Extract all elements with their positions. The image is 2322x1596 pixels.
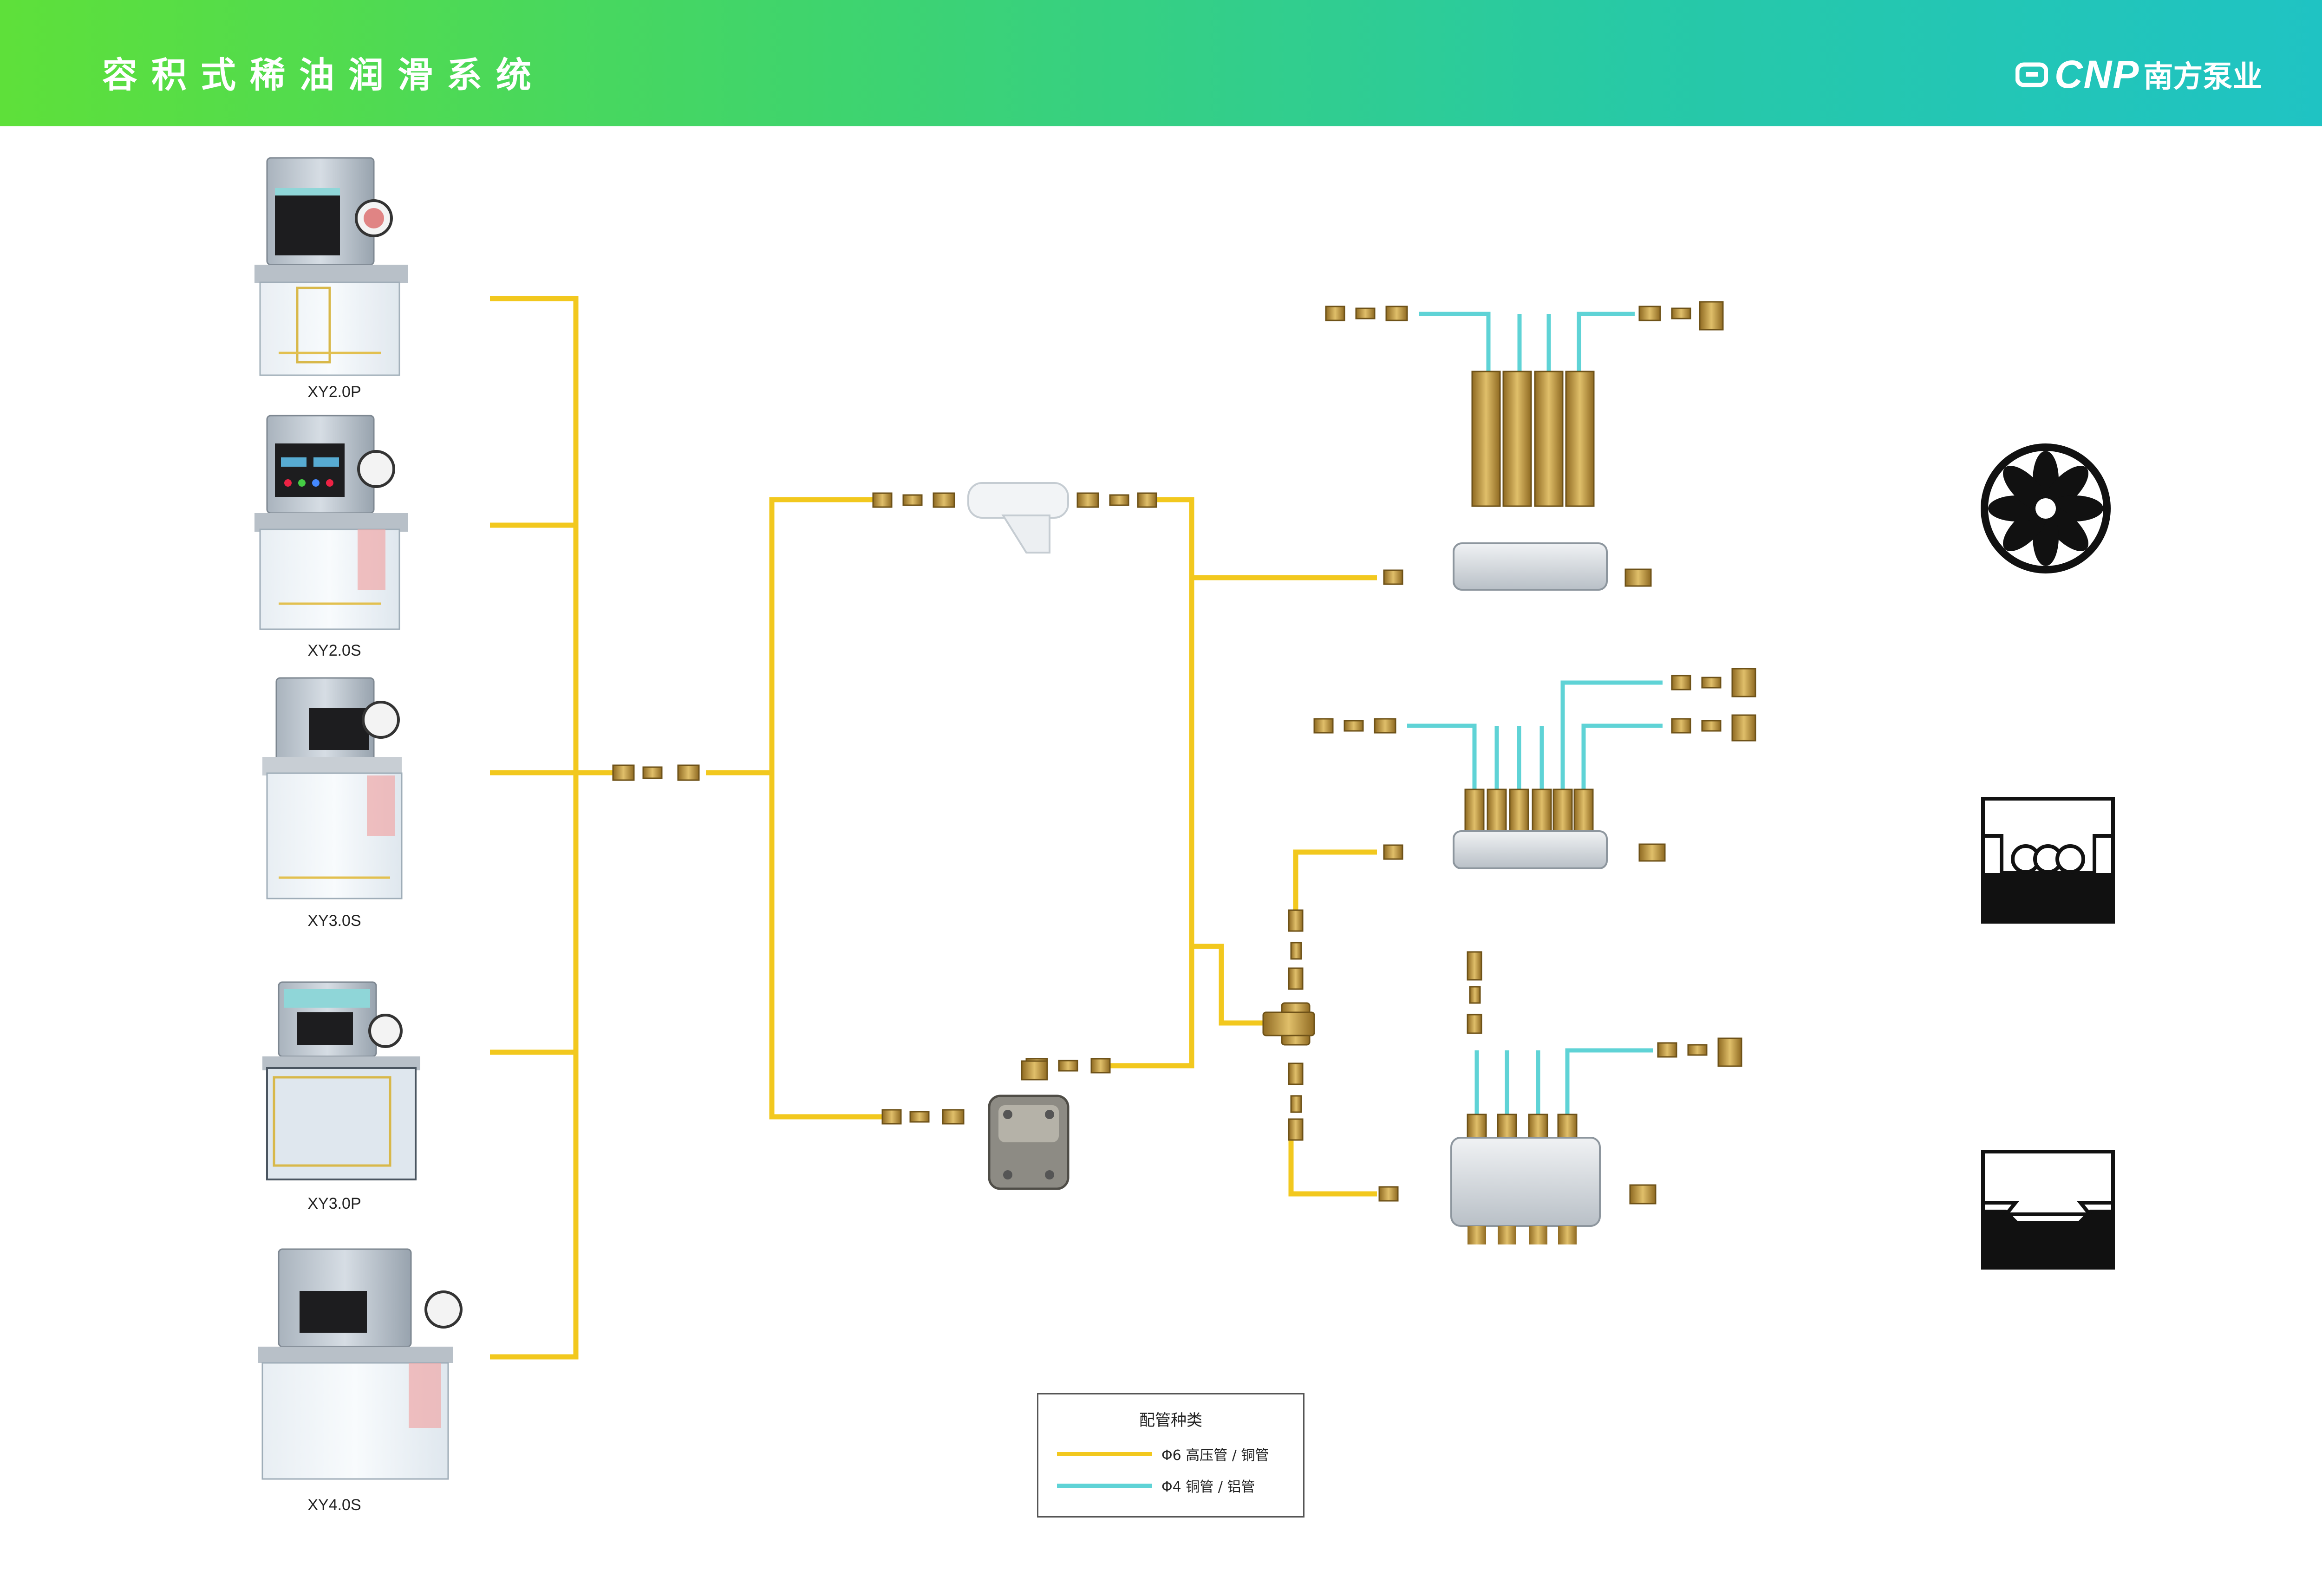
legend-item-copper: Φ4 铜管 / 铝管 [1057, 1476, 1255, 1495]
logo-mark-icon [2015, 62, 2048, 87]
page-title: 容积式稀油润滑系统 [102, 54, 545, 96]
company-logo: CNP 南方泵业 [2015, 44, 2262, 104]
distributor-metering-unit-1 [1453, 371, 1608, 591]
pump-xy4-0s [258, 1248, 463, 1480]
legend-swatch-yellow [1057, 1452, 1152, 1456]
fan-icon [1981, 443, 2111, 573]
pump-xy2-0p [254, 157, 408, 376]
pressure-filter-housing [988, 1094, 1070, 1190]
pump-xy2-0s [254, 415, 408, 630]
pump-label-xy4-0s: XY4.0S [307, 1496, 361, 1514]
pump-xy3-0p [262, 981, 420, 1180]
copper-pipes [1407, 312, 1663, 1114]
legend-title: 配管种类 [1139, 1411, 1202, 1430]
legend-item-label: Φ4 铜管 / 铝管 [1161, 1479, 1255, 1495]
distributor-metering-unit-3 [1450, 1114, 1601, 1244]
legend-swatch-cyan [1057, 1483, 1152, 1488]
pipe-type-legend: 配管种类 Φ6 高压管 / 铜管 Φ4 铜管 / 铝管 [1037, 1393, 1304, 1518]
pump-label-xy2-0s: XY2.0S [307, 642, 361, 659]
legend-item-high-pressure: Φ6 高压管 / 铜管 [1057, 1445, 1269, 1464]
pump-label-xy3-0s: XY3.0S [307, 912, 361, 930]
high-pressure-pipes [490, 296, 1377, 1360]
y-strainer-filter [967, 482, 1069, 554]
guideway-icon [1981, 1150, 2115, 1270]
pump-label-xy2-0p: XY2.0P [307, 383, 361, 401]
bearing-icon [1981, 797, 2115, 924]
legend-item-label: Φ6 高压管 / 铜管 [1161, 1447, 1269, 1464]
pump-xy3-0s [262, 677, 403, 899]
logo-chinese-name: 南方泵业 [2143, 60, 2263, 94]
pump-label-xy3-0p: XY3.0P [307, 1195, 361, 1212]
distributor-metering-unit-2 [1453, 788, 1608, 869]
brass-fittings [612, 301, 1756, 1205]
logo-text: CNP [2055, 52, 2140, 96]
header-bar: 容积式稀油润滑系统 CNP 南方泵业 [0, 0, 2322, 126]
